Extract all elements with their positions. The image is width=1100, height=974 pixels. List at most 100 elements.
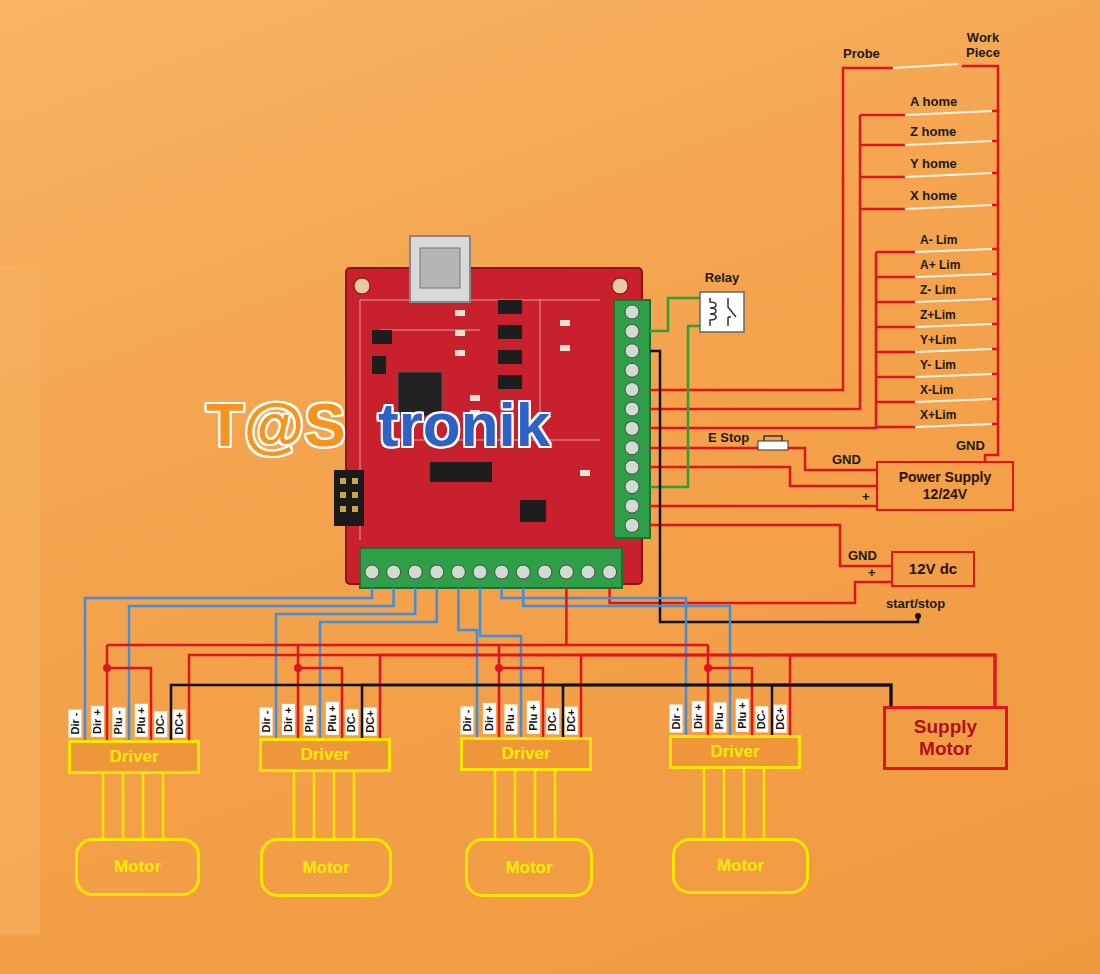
motor-box: Motor — [75, 838, 200, 896]
pin-label: Dir - — [69, 709, 82, 737]
pin-label: Dir + — [691, 701, 704, 732]
pin-label: Dir - — [670, 704, 683, 732]
switch-label: Work Piece — [960, 30, 1006, 60]
driver-box: Driver — [460, 737, 592, 771]
pin-label: Plu - — [713, 702, 726, 732]
switch-label: E Stop — [708, 430, 749, 445]
driver-box: Driver — [669, 735, 801, 769]
motor-wire — [293, 772, 296, 838]
pin-label: Dir + — [90, 706, 103, 737]
switch-label: A+ Lim — [920, 258, 960, 272]
node-text: Motor — [717, 856, 764, 876]
switch-label: X+Lim — [920, 408, 956, 422]
power-wire — [772, 685, 891, 735]
pin-label: Dir + — [482, 703, 495, 734]
relay-wires — [650, 298, 700, 487]
pin-label: Plu + — [134, 704, 147, 737]
pin-header — [334, 470, 364, 526]
pin-label: DC- — [755, 706, 768, 732]
pin-label: DC- — [546, 708, 559, 734]
board-pcb — [346, 268, 642, 584]
silkscreen — [360, 300, 600, 540]
motor-outline — [262, 840, 391, 896]
pin-label: Plu - — [303, 705, 316, 735]
pin-label: DC+ — [774, 704, 787, 732]
motor-outline — [674, 840, 808, 893]
motor-wire — [122, 774, 125, 838]
switch-label: X-Lim — [920, 383, 953, 397]
relay-contact — [728, 298, 736, 326]
pin-label: Plu - — [112, 707, 125, 737]
power-wire — [380, 655, 995, 738]
terminal-screws — [625, 305, 639, 532]
node-text: Motor — [505, 858, 552, 878]
switch-label: Z+Lim — [920, 308, 956, 322]
motor-wire — [534, 771, 537, 838]
breakout-board — [334, 236, 650, 588]
pin-label: Dir - — [461, 706, 474, 734]
motor-wire — [333, 772, 336, 838]
pin-label: DC+ — [173, 709, 186, 737]
pin-label: Plu + — [526, 701, 539, 734]
switch-label: Y- Lim — [920, 358, 956, 372]
relay: Relay — [698, 270, 746, 334]
node-text: Motor — [302, 858, 349, 878]
driver-box: Driver — [68, 740, 200, 774]
usb-connector — [410, 236, 470, 302]
terminal-label: + — [868, 565, 876, 580]
common-5v-wires — [107, 588, 752, 740]
motor-outline — [467, 840, 592, 896]
motor-wire — [743, 769, 746, 838]
power-wire — [362, 685, 891, 738]
node-text: Supply Motor — [886, 716, 1005, 760]
node-text: Driver — [501, 744, 550, 764]
motor-wire — [514, 771, 517, 838]
wire-end — [915, 613, 921, 619]
motor-wire — [353, 772, 356, 838]
motor-wire — [162, 774, 165, 838]
driver-box: Driver — [259, 738, 391, 772]
switch-label: Z- Lim — [920, 283, 956, 297]
node-text: Power Supply 12/24V — [878, 469, 1012, 503]
motor-wire — [723, 769, 726, 838]
pin-label: Plu + — [325, 702, 338, 735]
terminal-block — [360, 548, 622, 588]
motor-box: Motor — [672, 838, 809, 894]
motor-box: Motor — [465, 838, 593, 897]
node-text: Motor — [114, 857, 161, 877]
node-text: Driver — [710, 742, 759, 762]
watermark: tronik — [378, 390, 550, 460]
power-supply-box: Power Supply 12/24V — [876, 461, 1014, 511]
switch-label: Probe — [843, 46, 880, 61]
power-wire — [189, 655, 995, 740]
node-text: Driver — [300, 745, 349, 765]
switch-label: Y+Lim — [920, 333, 956, 347]
switch-label: X home — [910, 188, 957, 203]
terminal-screws — [365, 565, 617, 579]
pin-label: DC+ — [364, 707, 377, 735]
dc-supply-box: 12V dc — [891, 551, 975, 587]
switch-contacts — [893, 64, 992, 427]
node-text: Driver — [109, 747, 158, 767]
relay-symbol — [698, 290, 746, 334]
step-dir-wires — [85, 588, 730, 740]
terminal-block — [614, 300, 650, 538]
switch-label: Y home — [910, 156, 957, 171]
power-wire — [171, 685, 891, 740]
node-text: 12V dc — [909, 560, 957, 578]
switch-label: A- Lim — [920, 233, 957, 247]
pin-label: Dir - — [260, 707, 273, 735]
motor-wire — [554, 771, 557, 838]
usb-socket — [420, 248, 460, 288]
estop-button — [758, 441, 788, 450]
pin-label: DC+ — [565, 706, 578, 734]
relay-coil — [710, 298, 716, 326]
motor-outline — [77, 840, 199, 895]
motor-supply-box: Supply Motor — [883, 706, 1008, 770]
pin-label: DC- — [154, 711, 167, 737]
switch-label: A home — [910, 94, 957, 109]
header-pins — [340, 478, 358, 512]
terminal-label: GND — [956, 438, 985, 453]
wire-junctions — [103, 664, 712, 672]
motor-wire — [102, 774, 105, 838]
